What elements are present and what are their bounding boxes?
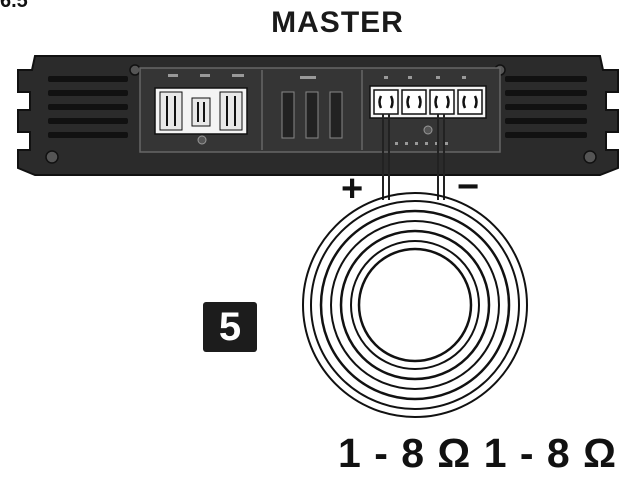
power-terminals bbox=[154, 87, 248, 145]
impedance-label: 1 - 8 Ω 1 - 8 Ω bbox=[338, 430, 617, 476]
heatsink-right bbox=[505, 76, 587, 138]
speaker-terminals bbox=[369, 85, 487, 135]
step-badge: 5 bbox=[203, 302, 257, 352]
amplifier bbox=[17, 55, 619, 176]
positive-sign: + bbox=[341, 168, 364, 210]
section-number: 6.5 bbox=[0, 0, 28, 12]
heatsink-left bbox=[48, 76, 128, 138]
speaker bbox=[302, 192, 528, 418]
control-knobs bbox=[281, 91, 343, 139]
negative-sign: − bbox=[457, 166, 480, 208]
speaker-wires bbox=[382, 114, 445, 200]
page-title: MASTER bbox=[271, 6, 404, 39]
